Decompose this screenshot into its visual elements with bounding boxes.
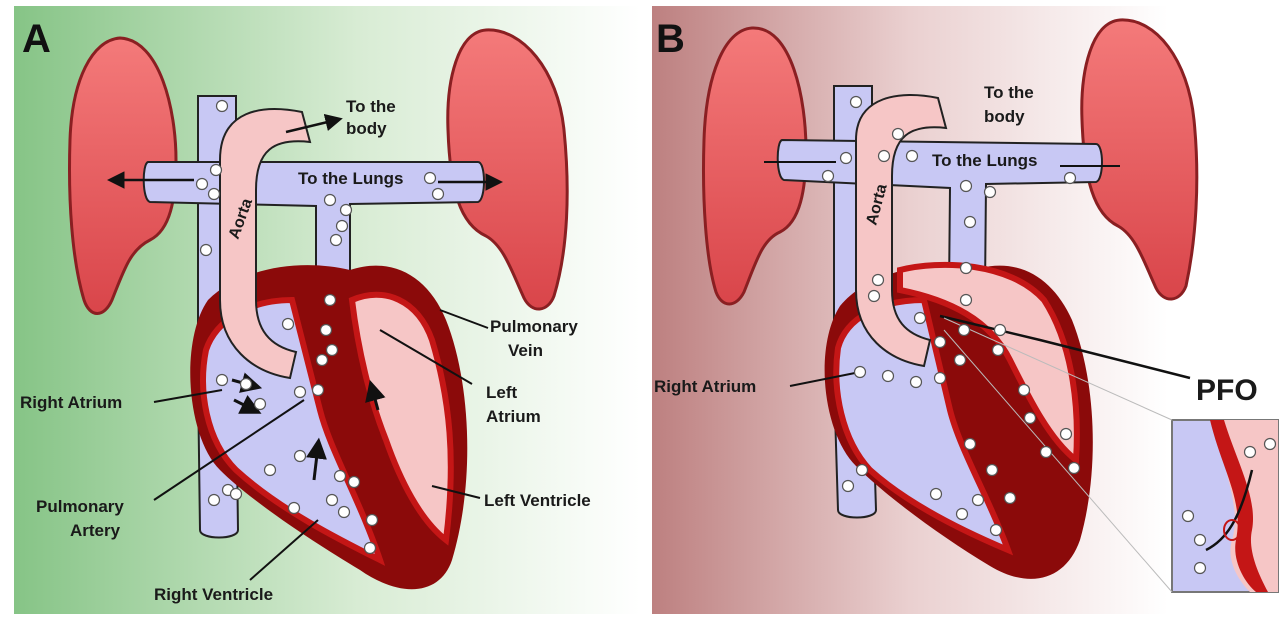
bubble-dot: [959, 325, 970, 336]
bubble-dot: [209, 189, 220, 200]
bubble-dot: [1041, 447, 1052, 458]
bubble-dot: [873, 275, 884, 286]
bubble-dot: [201, 245, 212, 256]
label-right-atrium: Right Atrium: [20, 393, 122, 412]
bubble-dot: [327, 495, 338, 506]
label-pulmonary-artery-2: Artery: [70, 521, 121, 540]
label-pfo: PFO: [1196, 374, 1258, 407]
bubble-dot: [197, 179, 208, 190]
bubble-dot: [295, 451, 306, 462]
bubble-dot: [879, 151, 890, 162]
bubble-dot: [217, 101, 228, 112]
bubble-dot: [961, 263, 972, 274]
bubble-dot: [911, 377, 922, 388]
bubble-dot: [907, 151, 918, 162]
bubble-dot: [231, 489, 242, 500]
panel-a-letter: A: [22, 17, 51, 61]
panel-b: B To the body To the Lungs Aorta Right A…: [652, 6, 1278, 614]
label-pulmonary-artery-1: Pulmonary: [36, 497, 124, 516]
panel-b-letter: B: [656, 17, 685, 61]
label-body: body: [346, 119, 387, 138]
bubble-dot: [1065, 173, 1076, 184]
label-pulmonary-vein-2: Vein: [508, 341, 543, 360]
label-to-the-b: To the: [984, 83, 1034, 102]
bubble-dot: [823, 171, 834, 182]
bubble-dot: [255, 399, 266, 410]
bubble-dot: [209, 495, 220, 506]
bubble-dot: [1005, 493, 1016, 504]
bubble-dot: [317, 355, 328, 366]
bubble-dot: [843, 481, 854, 492]
bubble-dot: [1245, 447, 1256, 458]
bubble-dot: [965, 217, 976, 228]
bubble-dot: [265, 465, 276, 476]
bubble-dot: [961, 295, 972, 306]
bubble-dot: [325, 295, 336, 306]
bubble-dot: [957, 509, 968, 520]
label-body-b: body: [984, 107, 1025, 126]
bubble-dot: [869, 291, 880, 302]
bubble-dot: [1061, 429, 1072, 440]
bubble-dot: [991, 525, 1002, 536]
bubble-dot: [931, 489, 942, 500]
label-right-ventricle: Right Ventricle: [154, 585, 273, 604]
bubble-dot: [935, 373, 946, 384]
bubble-dot: [955, 355, 966, 366]
bubble-dot: [241, 379, 252, 390]
bubble-dot: [965, 439, 976, 450]
bubble-dot: [857, 465, 868, 476]
bubble-dot: [841, 153, 852, 164]
bubble-dot: [337, 221, 348, 232]
bubble-dot: [313, 385, 324, 396]
bubble-dot: [365, 543, 376, 554]
bubble-dot: [851, 97, 862, 108]
bubble-dot: [289, 503, 300, 514]
bubble-dot: [855, 367, 866, 378]
bubble-dot: [961, 181, 972, 192]
bubble-dot: [325, 195, 336, 206]
bubble-dot: [211, 165, 222, 176]
bubble-dot: [331, 235, 342, 246]
bubble-dot: [339, 507, 350, 518]
label-to-the-lungs-b: To the Lungs: [932, 151, 1037, 170]
label-left-ventricle: Left Ventricle: [484, 491, 591, 510]
bubble-dot: [1019, 385, 1030, 396]
bubble-dot: [327, 345, 338, 356]
bubble-dot: [993, 345, 1004, 356]
bubble-dot: [987, 465, 998, 476]
bubble-dot: [985, 187, 996, 198]
label-pulmonary-vein-1: Pulmonary: [490, 317, 578, 336]
bubble-dot: [335, 471, 346, 482]
bubble-dot: [295, 387, 306, 398]
bubble-dot: [1195, 563, 1206, 574]
label-to-the-lungs: To the Lungs: [298, 169, 403, 188]
bubble-dot: [883, 371, 894, 382]
label-right-atrium-b: Right Atrium: [654, 377, 756, 396]
bubble-dot: [893, 129, 904, 140]
label-left-atrium-1: Left: [486, 383, 518, 402]
bubble-dot: [349, 477, 360, 488]
bubble-dot: [935, 337, 946, 348]
bubble-dot: [367, 515, 378, 526]
bubble-dot: [217, 375, 228, 386]
panel-a: A To the body To the Lungs Aort: [14, 6, 640, 614]
bubble-dot: [425, 173, 436, 184]
bubble-dot: [1183, 511, 1194, 522]
bubble-dot: [995, 325, 1006, 336]
bubble-dot: [321, 325, 332, 336]
bubble-dot: [283, 319, 294, 330]
bubble-dot: [341, 205, 352, 216]
bubble-dot: [1195, 535, 1206, 546]
bubble-dot: [973, 495, 984, 506]
bubble-dot: [915, 313, 926, 324]
label-left-atrium-2: Atrium: [486, 407, 541, 426]
bubble-dot: [1265, 439, 1276, 450]
label-to-the: To the: [346, 97, 396, 116]
bubble-dot: [1025, 413, 1036, 424]
bubble-dot: [433, 189, 444, 200]
bubble-dot: [1069, 463, 1080, 474]
